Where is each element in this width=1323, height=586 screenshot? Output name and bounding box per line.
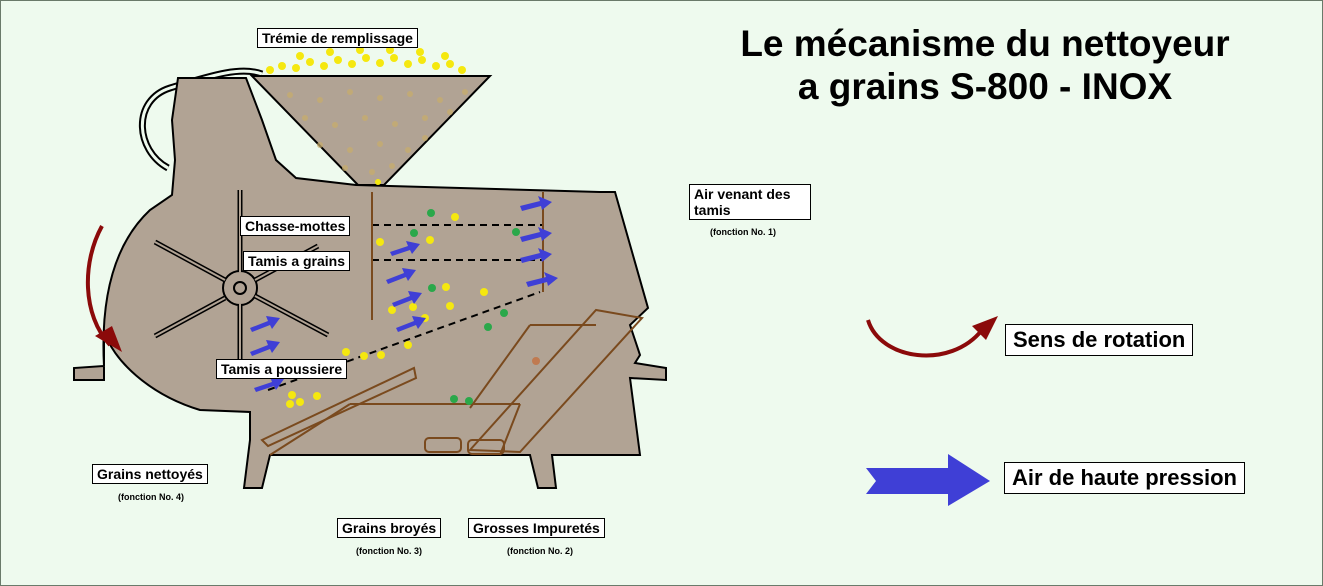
hatch-1 [424,437,462,453]
legend-air-arrow [866,454,990,506]
internal-walls [260,192,644,456]
label-tamis-grains: Tamis a grains [243,251,351,271]
label-tamis-poussiere: Tamis a poussiere [216,359,348,379]
label-chasse-mottes: Chasse-mottes [240,216,351,236]
impurity-particles [410,209,520,405]
title-line-1: Le mécanisme du nettoyeur [740,23,1230,64]
hopper-grain-texture [287,89,468,175]
label-grains-broyes: Grains broyés [337,518,442,538]
hopper-grains [266,46,466,185]
label-grosses-impuretes: Grosses Impuretés [468,518,605,538]
title-line-2: a grains S-800 - INOX [797,66,1173,107]
fan-axle [233,281,247,295]
label-grains-broyes-sub: (fonction No. 3) [356,546,422,556]
air-arrows-inside [250,196,558,392]
page-title: Le mécanisme du nettoyeur a grains S-800… [660,22,1310,108]
stone-particle [532,357,540,365]
label-grains-nettoyes-sub: (fonction No. 4) [118,492,184,502]
label-grains-nettoyes: Grains nettoyés [92,464,208,484]
label-air-tamis-sub: (fonction No. 1) [710,227,776,237]
label-hopper: Trémie de remplissage [257,28,418,48]
legend-rotation-arrow-head [972,316,998,340]
label-air-tamis: Air venant des tamis [689,184,811,220]
legend-air-label: Air de haute pression [1004,462,1245,494]
rotation-arrow-machine-head [95,326,122,352]
legend-rotation-label: Sens de rotation [1005,324,1194,356]
hopper [249,75,493,186]
hose-inner [140,69,263,170]
hatch-2 [467,439,505,455]
machine-body [73,77,667,489]
label-grosses-impuretes-sub: (fonction No. 2) [507,546,573,556]
legend-rotation-arrow [866,319,984,358]
